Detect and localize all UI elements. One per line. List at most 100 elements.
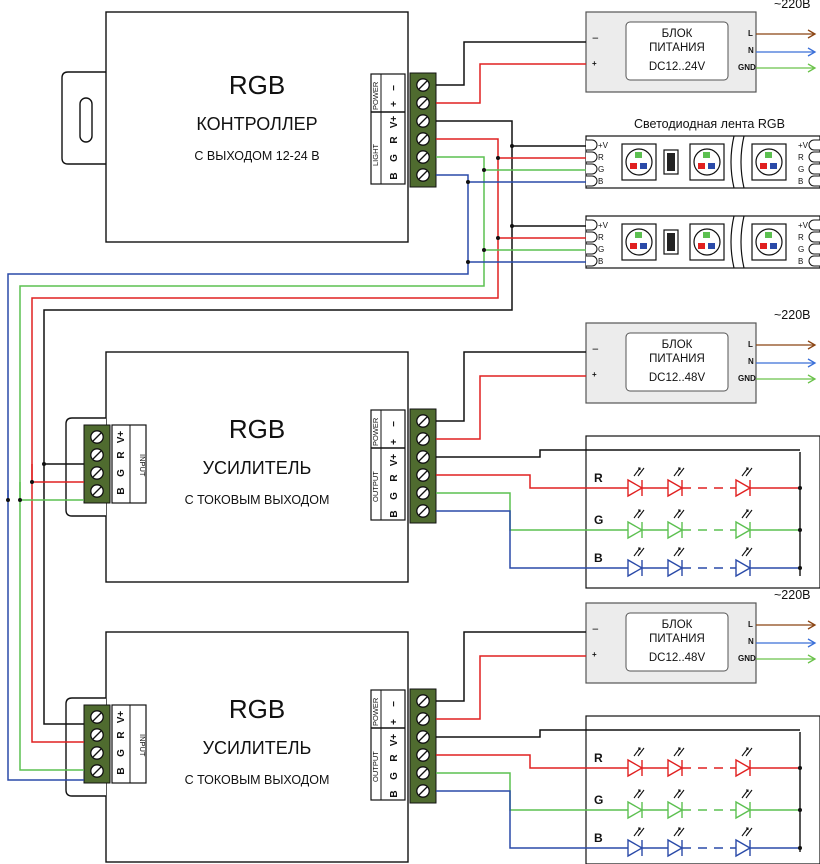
psu-gnd-label: GND	[738, 63, 756, 72]
led-channel-label: R	[594, 751, 603, 765]
led-diode-symbol	[667, 747, 685, 778]
controller-terminal-labels: − + V+ R G B	[389, 85, 400, 180]
amp-output-label: OUTPUT	[371, 471, 380, 502]
controller-light-label: LIGHT	[371, 143, 380, 166]
strip-pad	[808, 163, 820, 175]
strip-pad	[808, 231, 820, 243]
junction-dot	[496, 156, 500, 160]
psu-plus-label: +	[592, 59, 597, 68]
strip-pin-label: R	[798, 233, 804, 242]
strip-pad	[808, 219, 820, 231]
amp-note: С ТОКОВЫМ ВЫХОДОМ	[185, 493, 330, 507]
strip-pad	[586, 163, 598, 175]
psu-l-label: L	[748, 620, 753, 629]
terminal-screw	[416, 730, 430, 744]
wire	[436, 754, 586, 769]
wire	[436, 351, 586, 422]
strip-pad	[586, 231, 598, 243]
strip-pin-label: +V	[798, 221, 809, 230]
amp-title: RGB	[229, 414, 285, 444]
wire	[436, 474, 586, 489]
terminal-screw	[416, 450, 430, 464]
amp-terminal-label: V+	[389, 734, 400, 747]
strip-label: Светодиодная лента RGB	[634, 117, 785, 131]
strip-cut-mark	[730, 135, 735, 189]
wire	[43, 464, 84, 725]
mains-label: ~220В	[774, 588, 811, 602]
wire	[7, 174, 469, 781]
wire	[436, 729, 800, 738]
terminal-screw	[90, 448, 104, 462]
terminal-label: V+	[389, 116, 400, 129]
amp-input-label: INPUT	[138, 454, 147, 477]
psu-n-label: N	[748, 357, 754, 366]
rgb-led-chip	[621, 223, 657, 261]
psu-title-line1: БЛОК	[662, 619, 693, 631]
controller-note: С ВЫХОДОМ 12-24 В	[194, 149, 319, 163]
mains-arrow	[807, 63, 817, 73]
rgb-led-chip	[689, 143, 725, 181]
terminal-label: G	[389, 154, 400, 162]
wire	[436, 631, 586, 702]
amp-input-terminal-label: G	[116, 469, 127, 477]
terminal-label: R	[389, 136, 400, 144]
led-diode-symbol	[627, 827, 645, 858]
led-diode-symbol	[667, 509, 685, 540]
strip-pad	[586, 219, 598, 231]
junction-dot	[466, 180, 470, 184]
mains-arrow	[807, 340, 817, 350]
amp-terminal-label: +	[389, 439, 400, 445]
amp-note: С ТОКОВЫМ ВЫХОДОМ	[185, 773, 330, 787]
strip-pin-label: R	[598, 153, 604, 162]
amp-subtitle: УСИЛИТЕЛЬ	[203, 458, 312, 478]
strip-resistor-body	[667, 153, 675, 171]
terminal-screw	[416, 150, 430, 164]
terminal-screw	[416, 78, 430, 92]
psu-l-label: L	[748, 340, 753, 349]
psu-title-line1: БЛОК	[662, 339, 693, 351]
strip-pad	[586, 255, 598, 267]
strip-pin-label: G	[798, 245, 804, 254]
junction-dot	[482, 168, 486, 172]
strip-pin-label: B	[598, 177, 603, 186]
terminal-screw	[416, 414, 430, 428]
amp-output-terminals	[409, 408, 437, 524]
led-channel-label: B	[594, 831, 603, 845]
amp-terminal-label: R	[389, 754, 400, 762]
controller-block: RGB КОНТРОЛЛЕР С ВЫХОДОМ 12-24 В POWER L…	[61, 11, 437, 243]
terminal-screw	[90, 728, 104, 742]
wire	[19, 156, 485, 771]
mains-label: ~220В	[774, 308, 811, 322]
amp-power-label: POWER	[371, 697, 380, 726]
psu-title-line2: ПИТАНИЯ	[649, 42, 705, 54]
terminal-screw	[416, 748, 430, 762]
mains-arrow	[807, 638, 817, 648]
terminal-screw	[416, 784, 430, 798]
strip-pin-label: +V	[598, 141, 609, 150]
terminal-label: −	[389, 85, 400, 91]
junction-dot	[510, 224, 514, 228]
strip-pin-label: B	[598, 257, 603, 266]
junction-dot	[496, 236, 500, 240]
mains-arrow	[807, 47, 817, 57]
terminal-label: B	[389, 172, 400, 179]
psu-plus-label: +	[592, 650, 597, 659]
wire	[436, 655, 586, 720]
amp-input-terminal-label: V+	[116, 711, 127, 724]
amp-output-label: OUTPUT	[371, 751, 380, 782]
strip-pin-label: +V	[598, 221, 609, 230]
strip-pad	[808, 255, 820, 267]
psu-spec: DC12..48V	[649, 372, 706, 384]
psu-gnd-label: GND	[738, 374, 756, 383]
amp-terminal-label: −	[389, 701, 400, 707]
terminal-screw	[90, 430, 104, 444]
psu-minus-label: −	[592, 344, 599, 356]
terminal-screw	[416, 712, 430, 726]
psu-title-line1: БЛОК	[662, 28, 693, 40]
wire	[436, 375, 586, 440]
